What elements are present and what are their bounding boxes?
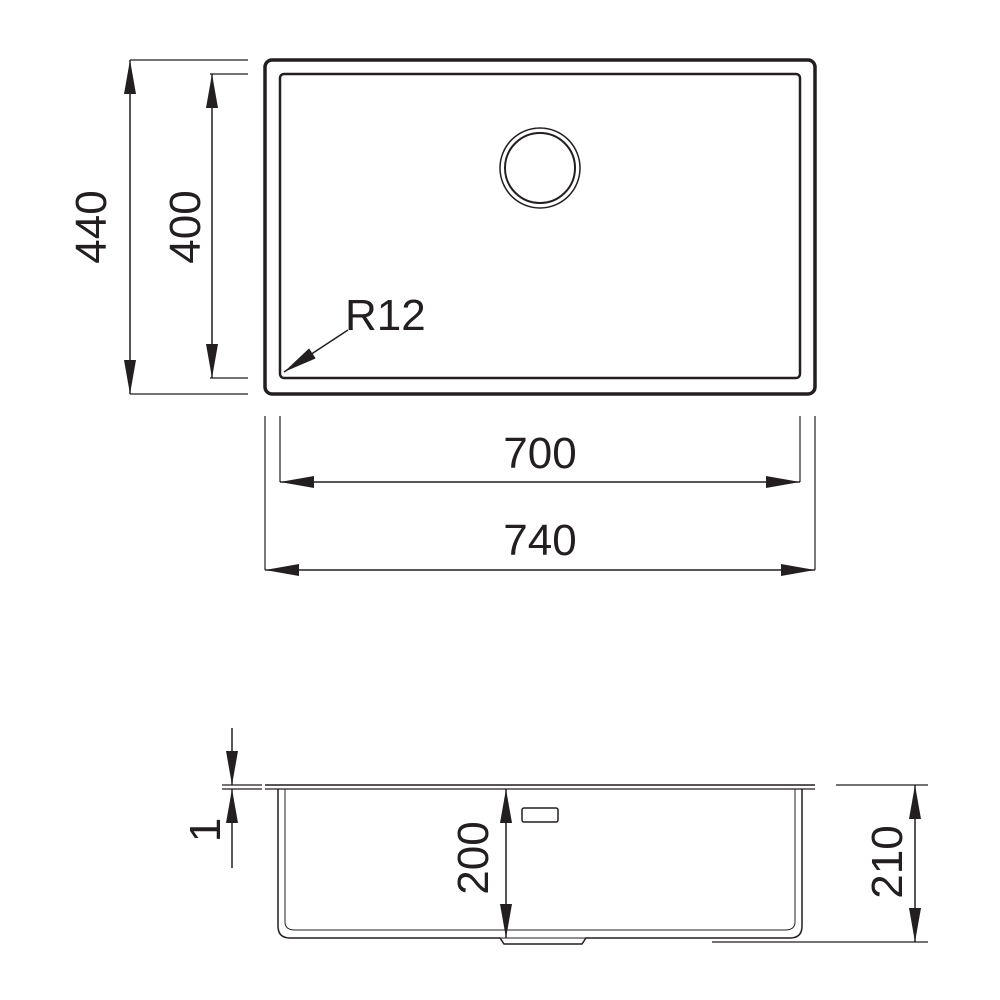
sink-outer-outline <box>263 58 817 396</box>
sink-inner-outline <box>278 72 802 380</box>
dimension-outer-height-label: 440 <box>67 190 116 263</box>
top-view: 440 400 R12 700 740 <box>67 58 817 576</box>
side-bowl-inner-profile <box>284 789 796 931</box>
drain-inner-ring <box>504 132 576 204</box>
dimension-flange-thickness-label: 1 <box>181 818 230 842</box>
dimension-bowl-depth-label: 200 <box>449 821 498 894</box>
overflow-slot <box>521 807 559 823</box>
dimension-inner-height-label: 400 <box>161 190 210 263</box>
drain-outer-ring <box>499 127 581 209</box>
corner-radius-label: R12 <box>345 291 426 340</box>
corner-radius-leader <box>283 329 349 373</box>
side-bowl-outer-profile <box>277 789 803 945</box>
side-view: 1 200 210 <box>181 728 928 945</box>
dimension-total-depth-label: 210 <box>863 825 912 898</box>
dimension-outer-width-label: 740 <box>503 516 576 565</box>
dimension-inner-width-label: 700 <box>503 429 576 478</box>
